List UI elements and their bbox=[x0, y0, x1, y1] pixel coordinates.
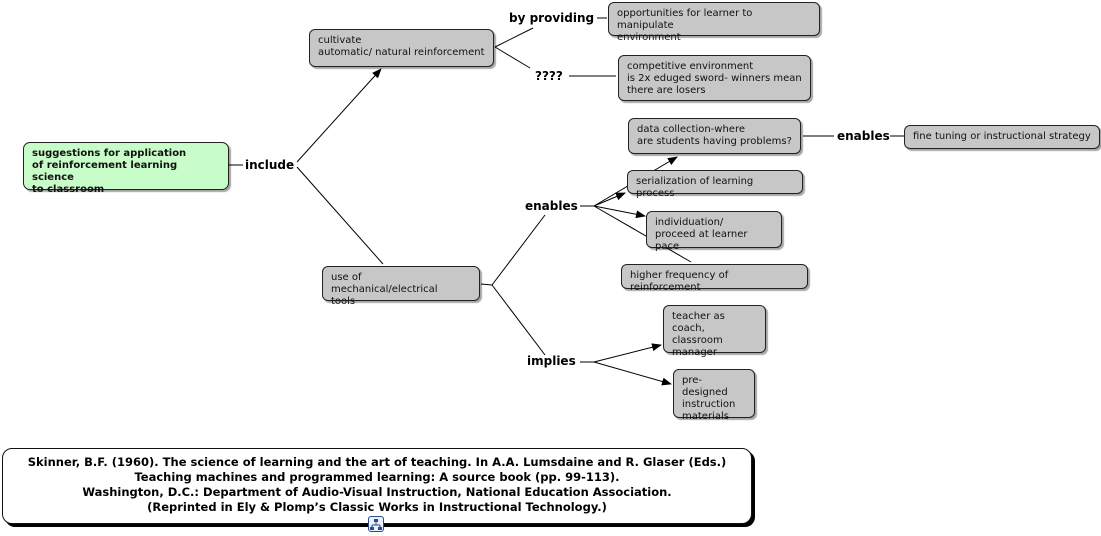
concept-tools[interactable]: use of mechanical/electrical tools bbox=[322, 266, 480, 307]
citation-line-3: Washington, D.C.: Department of Audio-Vi… bbox=[82, 485, 672, 499]
concept-opportunities[interactable]: opportunities for learner to manipulate … bbox=[608, 2, 820, 43]
link-by-providing[interactable]: by providing bbox=[509, 11, 595, 25]
citation-line-2: Teaching machines and programmed learnin… bbox=[134, 470, 620, 484]
concept-map-icon[interactable] bbox=[368, 516, 384, 532]
link-enables-top[interactable]: enables bbox=[837, 129, 890, 143]
citation-box: Skinner, B.F. (1960). The science of lea… bbox=[2, 448, 752, 524]
link-question[interactable]: ???? bbox=[535, 69, 563, 83]
link-include[interactable]: include bbox=[245, 158, 295, 172]
concept-higher-frequency[interactable]: higher frequency of reinforcement bbox=[621, 264, 808, 293]
concept-root[interactable]: suggestions for application of reinforce… bbox=[23, 142, 229, 195]
concept-individuation[interactable]: individuation/ proceed at learner pace bbox=[646, 211, 782, 252]
concept-data-collection[interactable]: data collection-where are students havin… bbox=[628, 118, 801, 154]
concept-cultivate[interactable]: cultivate automatic/ natural reinforceme… bbox=[309, 29, 494, 67]
link-enables-mid[interactable]: enables bbox=[525, 199, 578, 213]
concept-teacher-coach[interactable]: teacher as coach, classroom manager bbox=[663, 305, 766, 358]
citation-line-4: (Reprinted in Ely & Plomp’s Classic Work… bbox=[147, 500, 607, 514]
link-implies[interactable]: implies bbox=[527, 354, 576, 368]
concept-fine-tuning[interactable]: fine tuning or instructional strategy bbox=[904, 125, 1100, 149]
citation-line-1: Skinner, B.F. (1960). The science of lea… bbox=[27, 455, 727, 469]
concept-map-icon-glyph bbox=[370, 519, 382, 530]
concept-serialization[interactable]: serialization of learning process bbox=[627, 170, 803, 199]
concept-competitive[interactable]: competitive environment is 2x eduged swo… bbox=[618, 55, 811, 101]
concept-predesigned[interactable]: pre-designed instruction materials bbox=[673, 369, 755, 422]
